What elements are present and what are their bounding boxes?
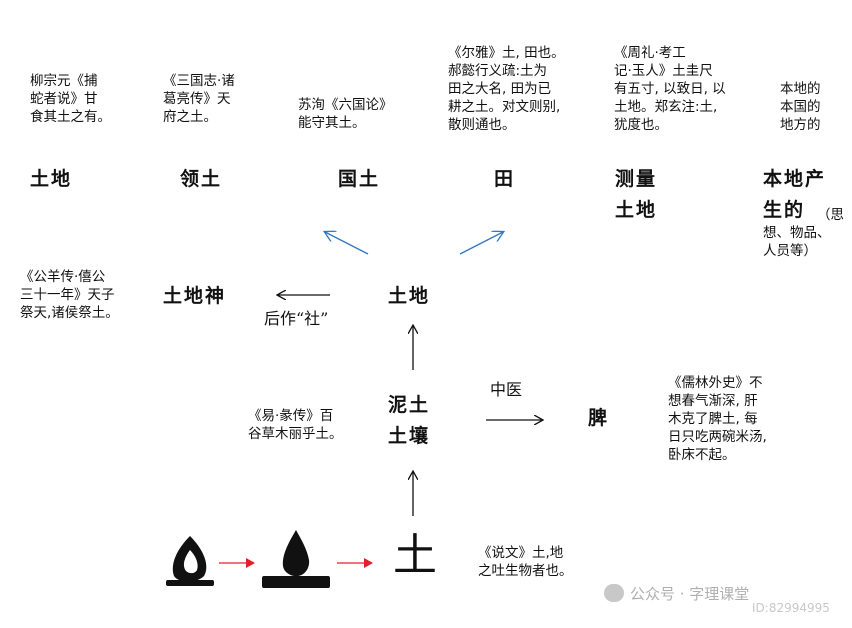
note-zhouli: 《周礼·考工 记·玉人》土圭尺 有五寸, 以致日, 以 土地。郑玄注:土, 犹度… bbox=[614, 45, 726, 133]
note-erya: 《尔雅》土, 田也。 郝懿行义疏:土为 田之大名, 田为已 耕之土。对文则别, … bbox=[448, 45, 565, 133]
edge-label-zhongyi: 中医 bbox=[490, 380, 523, 399]
term-tudi-land: 土地 bbox=[30, 168, 73, 190]
term-nitu-turang: 泥土 土壤 bbox=[388, 394, 431, 447]
note-gongyang: 《公羊传·僖公 三十一年》天子 祭天,诸侯祭土。 bbox=[20, 269, 119, 321]
arrow-to-tian bbox=[459, 232, 503, 255]
term-celiang-tudi: 测量 土地 bbox=[615, 168, 658, 221]
note-yi-tuanzhuan: 《易·彖传》百 谷草木丽乎土。 bbox=[248, 408, 343, 442]
oracle-bone-tu-glyph bbox=[166, 536, 214, 586]
edge-label-houzuo-she: 后作“社” bbox=[264, 309, 329, 328]
watermark-id: ID:82994995 bbox=[752, 601, 830, 615]
note-bendi: 本地的 本国的 地方的 bbox=[780, 81, 821, 133]
term-guotu: 国土 bbox=[338, 168, 381, 190]
term-tudi-center: 土地 bbox=[388, 285, 431, 307]
note-shuowen: 《说文》土,地 之吐生物者也。 bbox=[478, 545, 573, 579]
watermark-logo-icon bbox=[604, 584, 624, 602]
note-sanguozhi: 《三国志·诸 葛亮传》天 府之土。 bbox=[163, 73, 235, 125]
watermark-account: 公众号 · 字理课堂 bbox=[630, 585, 750, 603]
term-tudishen: 土地神 bbox=[163, 285, 227, 307]
bronze-tu-glyph bbox=[262, 530, 330, 588]
arrow-to-guotu bbox=[325, 232, 369, 255]
term-bendi-chansheng: 本地产 生的 bbox=[763, 168, 827, 221]
term-lingtu: 领土 bbox=[180, 168, 223, 190]
note-su-xun: 苏洵《六国论》 能守其土。 bbox=[298, 97, 393, 131]
term-pi: 脾 bbox=[588, 407, 610, 429]
note-rulin-waishi: 《儒林外史》不 想春气渐深, 肝 木克了脾土, 每 日只吃两碗米汤, 卧床不起。 bbox=[668, 375, 767, 463]
term-bendi-note: （思 想、物品、 人员等） bbox=[763, 207, 844, 259]
note-liu-zongyuan: 柳宗元《捕 蛇者说》甘 食其土之有。 bbox=[30, 73, 111, 125]
tu-character: 土 bbox=[393, 530, 437, 581]
term-tian: 田 bbox=[494, 168, 516, 190]
